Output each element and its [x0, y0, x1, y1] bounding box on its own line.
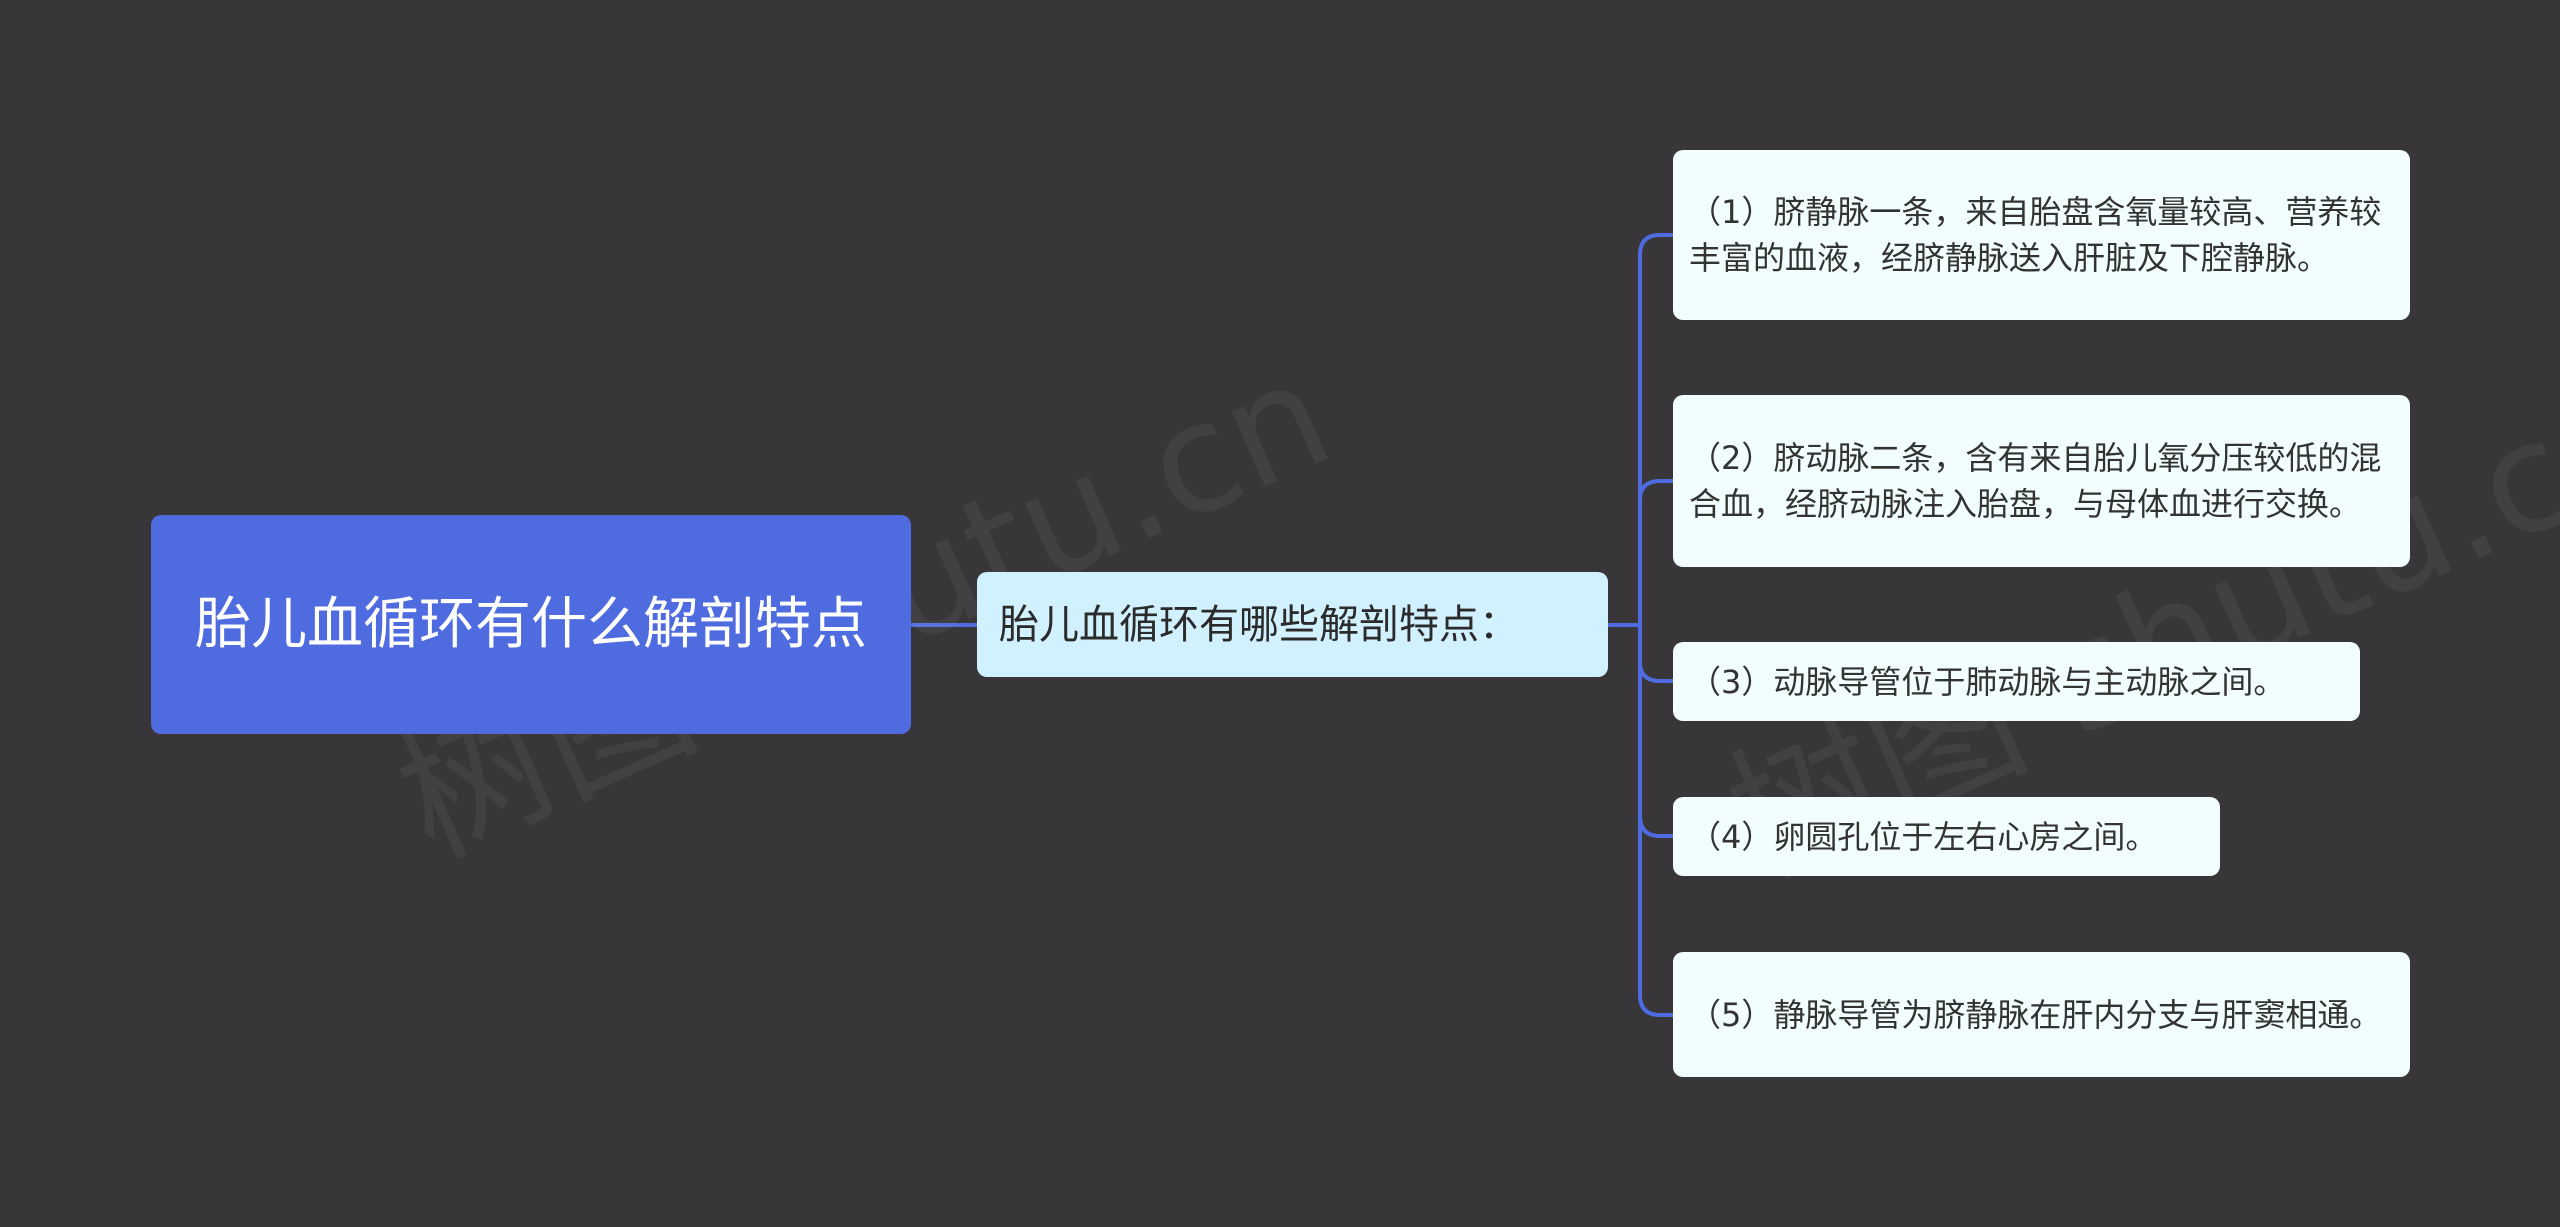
subtopic-label: 胎儿血循环有哪些解剖特点： — [999, 601, 1519, 648]
leaf-label-1: （1）脐静脉一条，来自胎盘含氧量较高、营养较丰富的血液，经脐静脉送入肝脏及下腔静… — [1689, 193, 2382, 277]
leaf-label-3: （3）动脉导管位于肺动脉与主动脉之间。 — [1689, 662, 2286, 701]
leaf-3-connector — [1638, 661, 1673, 683]
leaf-node-1[interactable]: （1）脐静脉一条，来自胎盘含氧量较高、营养较丰富的血液，经脐静脉送入肝脏及下腔静… — [1673, 150, 2410, 320]
leaf-node-2[interactable]: （2）脐动脉二条，含有来自胎儿氧分压较低的混合血，经脐动脉注入胎盘，与母体血进行… — [1673, 395, 2410, 567]
leaf-2-connector — [1638, 479, 1673, 501]
leaf-node-5[interactable]: （5）静脉导管为脐静脉在肝内分支与肝窦相通。 — [1673, 952, 2410, 1077]
leaf-label-4: （4）卵圆孔位于左右心房之间。 — [1689, 817, 2158, 856]
subtopic-node[interactable]: 胎儿血循环有哪些解剖特点： — [977, 572, 1608, 677]
leaf-label-5: （5）静脉导管为脐静脉在肝内分支与肝窦相通。 — [1689, 995, 2382, 1034]
leaf-1-connector — [1638, 233, 1673, 256]
leaf-5-connector — [1638, 994, 1673, 1017]
root-topic[interactable]: 胎儿血循环有什么解剖特点 — [151, 515, 911, 734]
leaf-4-connector — [1638, 815, 1673, 838]
leaf-node-4[interactable]: （4）卵圆孔位于左右心房之间。 — [1673, 797, 2220, 876]
leaf-label-2: （2）脐动脉二条，含有来自胎儿氧分压较低的混合血，经脐动脉注入胎盘，与母体血进行… — [1689, 439, 2382, 523]
leaf-node-3[interactable]: （3）动脉导管位于肺动脉与主动脉之间。 — [1673, 642, 2360, 721]
root-topic-label: 胎儿血循环有什么解剖特点 — [195, 591, 867, 657]
